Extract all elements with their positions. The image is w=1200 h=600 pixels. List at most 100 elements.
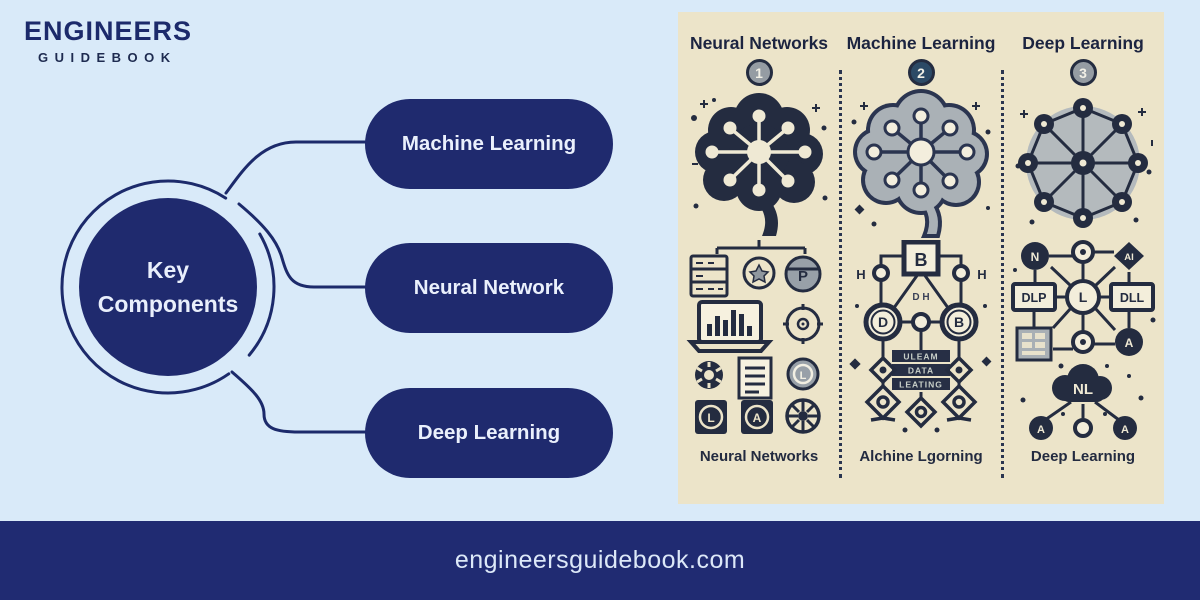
column-title: Neural Networks xyxy=(689,33,829,53)
decor-dots xyxy=(1015,108,1153,225)
footer-url: engineersguidebook.com xyxy=(454,546,746,574)
node-label: Machine Learning xyxy=(401,132,577,155)
column-divider xyxy=(839,70,842,478)
node-dot-top xyxy=(1071,240,1095,264)
p-coin-icon: P xyxy=(784,255,822,293)
svg-text:LEATING: LEATING xyxy=(899,380,943,390)
column-title: Deep Learning xyxy=(1022,33,1144,53)
panel-column-machine-learning: Machine Learning 2 xyxy=(840,12,1002,504)
column-caption: Neural Networks xyxy=(699,448,819,465)
node-dll: DLL xyxy=(1109,282,1155,312)
l-letter: L xyxy=(707,411,714,425)
side-letter-left: H xyxy=(856,267,865,282)
flow-dot-left xyxy=(872,264,890,282)
neural-network-icons: P xyxy=(686,240,823,434)
wheel-icon xyxy=(785,398,821,434)
crosshair-icon xyxy=(783,304,823,344)
hanging-diamonds xyxy=(864,355,978,429)
svg-text:AI: AI xyxy=(1124,252,1134,263)
l-square-icon: L xyxy=(695,400,727,434)
flow-node-b: B xyxy=(939,302,979,342)
node-n: N xyxy=(1021,242,1049,270)
side-letter-right: H xyxy=(977,267,986,282)
a-letter: A xyxy=(753,411,762,425)
svg-text:A: A xyxy=(1125,336,1134,350)
svg-text:DLL: DLL xyxy=(1120,291,1145,305)
gauge-star-icon xyxy=(742,256,776,290)
ring-arc-right xyxy=(247,232,276,357)
svg-text:DATA: DATA xyxy=(908,366,934,376)
flow-node-d: D xyxy=(863,302,903,342)
gear-icon xyxy=(695,361,723,389)
nl-cloud-icon: NL xyxy=(1052,364,1112,402)
ring-arc-main xyxy=(60,179,231,395)
network-sphere-illustration xyxy=(1015,98,1153,228)
dl-architecture-graph: N AI DLP L xyxy=(1011,240,1156,440)
panel-column-deep-learning: Deep Learning 3 xyxy=(1002,12,1164,504)
number-badge: 1 xyxy=(745,59,773,86)
node-neural-network: Neural Network xyxy=(365,243,613,333)
node-l-center: L xyxy=(1065,279,1101,315)
logo: ENGINEERS GUIDEBOOK xyxy=(24,16,192,65)
center-label-line2: Components xyxy=(97,291,239,317)
document-icon xyxy=(737,356,773,400)
column-caption: Deep Learning xyxy=(1030,448,1136,465)
flow-center-node xyxy=(911,312,931,332)
logo-subtitle: GUIDEBOOK xyxy=(38,50,177,65)
center-label-line1: Key xyxy=(146,256,190,283)
mindmap-center-node: Key Components xyxy=(79,198,257,376)
footer-bar: engineersguidebook.com xyxy=(0,521,1200,600)
connector-top xyxy=(224,140,370,195)
mid-small-letters: D H xyxy=(912,292,929,303)
p-letter: P xyxy=(798,268,808,285)
bottom-node-dot xyxy=(1073,418,1093,438)
node-machine-learning: Machine Learning xyxy=(365,99,613,189)
logo-title: ENGINEERS xyxy=(24,16,193,46)
neural-nodes xyxy=(705,109,812,197)
flow-dot-right xyxy=(952,264,970,282)
brain-network-illustration-gray xyxy=(851,89,991,238)
number-badge: 2 xyxy=(907,59,935,86)
connector-middle xyxy=(237,202,370,289)
flow-top-letter: B xyxy=(915,250,928,270)
node-label: Neural Network xyxy=(413,276,565,299)
ml-flowchart: B H H D H D B xyxy=(849,240,992,433)
column-caption: Alchine Lgorning xyxy=(859,448,983,465)
number-badge: 3 xyxy=(1069,59,1097,86)
column-divider xyxy=(1001,70,1004,478)
decor-dots xyxy=(851,102,991,227)
bottom-node-a-left: A xyxy=(1029,416,1053,440)
laptop-bar-chart-icon xyxy=(686,300,774,353)
svg-text:A: A xyxy=(1037,424,1045,436)
decor-dots xyxy=(1013,268,1156,416)
data-block: ULEAM DATA LEATING xyxy=(892,350,950,390)
connector-bottom xyxy=(230,370,370,434)
bottom-node-a-right: A xyxy=(1113,416,1137,440)
svg-text:L: L xyxy=(1079,289,1088,305)
svg-text:A: A xyxy=(1121,424,1129,436)
l-coin-icon: L xyxy=(786,357,820,391)
node-ai-diamond: AI xyxy=(1114,242,1144,270)
column-title: Machine Learning xyxy=(846,33,996,53)
node-a: A xyxy=(1115,328,1143,356)
node-highlights xyxy=(1025,105,1141,221)
node-label: Deep Learning xyxy=(417,421,561,444)
svg-text:DLP: DLP xyxy=(1022,291,1047,305)
l-letter: L xyxy=(800,370,807,382)
neural-nodes xyxy=(865,107,976,199)
svg-text:B: B xyxy=(954,314,964,330)
svg-text:ULEAM: ULEAM xyxy=(903,352,938,362)
svg-text:N: N xyxy=(1031,250,1040,264)
node-dlp: DLP xyxy=(1011,282,1057,312)
decor-dots xyxy=(691,98,828,209)
brain-network-illustration-dark xyxy=(691,93,828,236)
node-dot-bottom xyxy=(1071,330,1095,354)
flow-top-box xyxy=(901,240,941,277)
a-square-icon: A xyxy=(741,400,773,434)
svg-text:NL: NL xyxy=(1073,381,1093,398)
grid-chip-icon xyxy=(1015,326,1053,362)
connector-tree xyxy=(715,240,807,254)
server-rack-icon xyxy=(689,254,729,298)
